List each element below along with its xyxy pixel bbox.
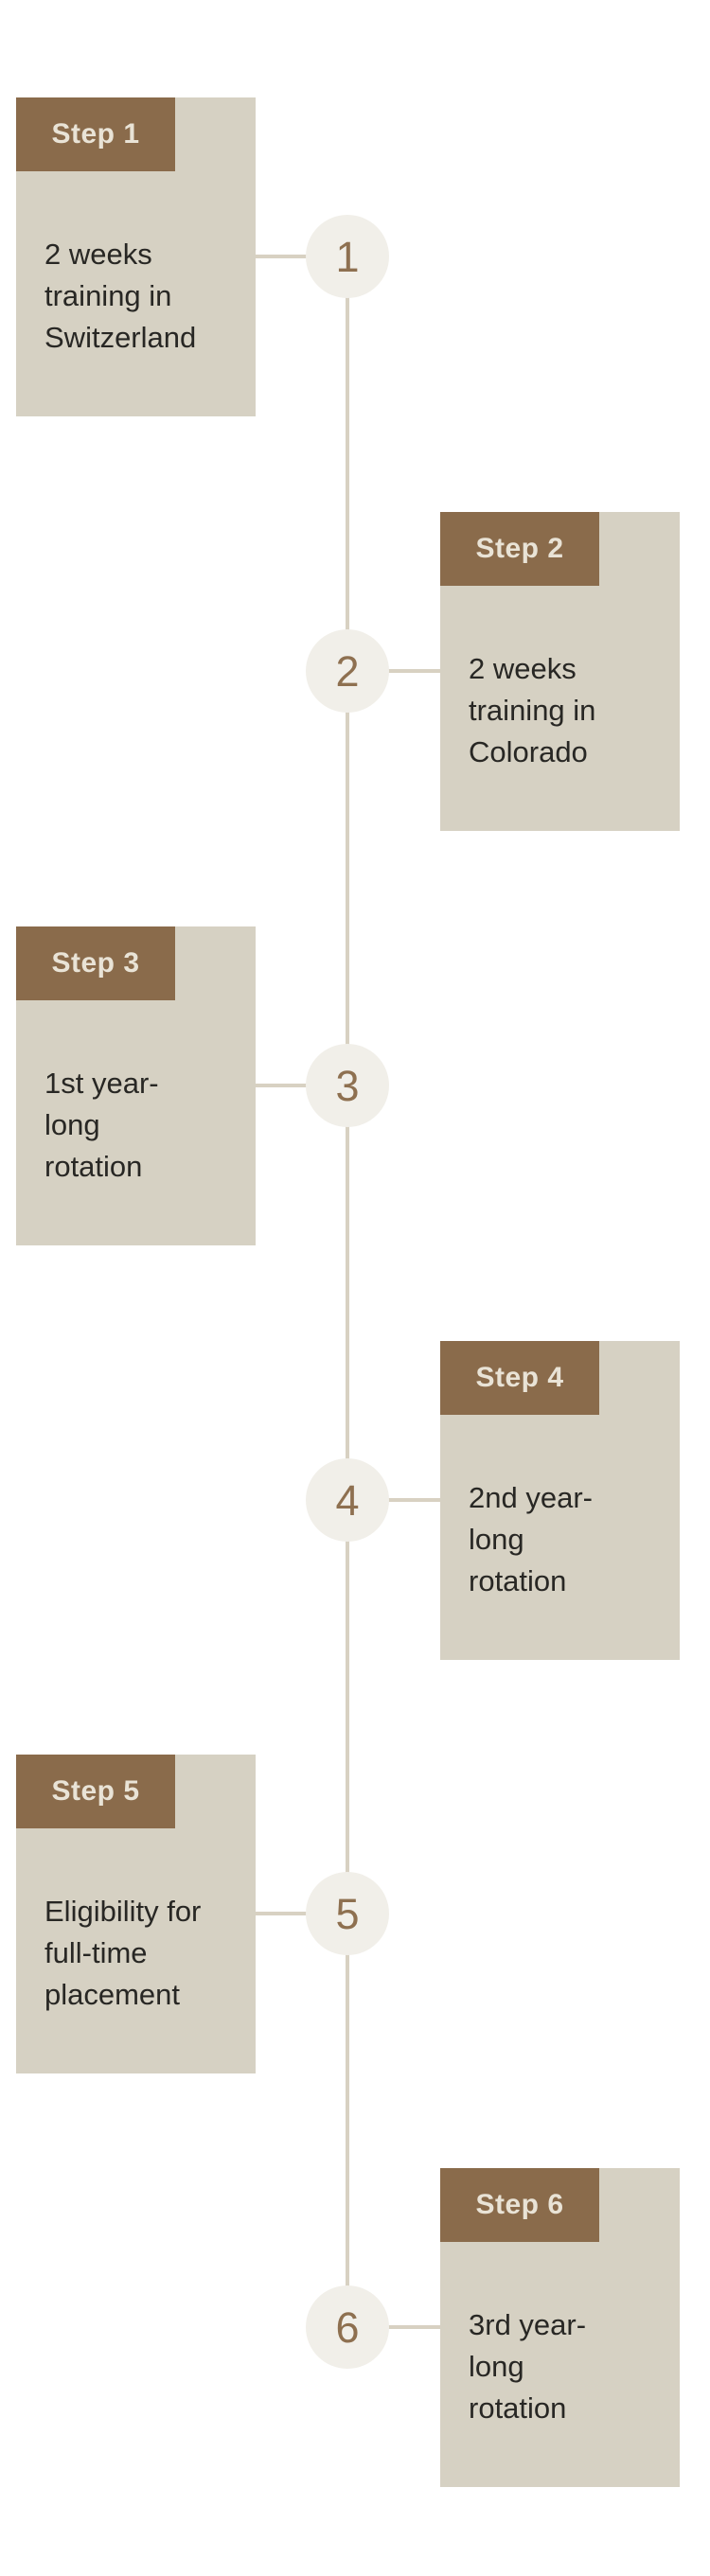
step-description: 2 weeks training in Colorado: [469, 652, 596, 768]
step-card: Step 3 1st year- long rotation: [16, 926, 256, 1245]
connector-line: [347, 2325, 440, 2329]
step-number: 6: [335, 2303, 360, 2352]
step-card-header: Step 4: [440, 1341, 599, 1415]
timeline-step-4: Step 4 2nd year- long rotation 4: [0, 1341, 710, 1660]
step-description: 2 weeks training in Switzerland: [44, 238, 197, 354]
step-card-header: Step 3: [16, 926, 175, 1000]
step-card: Step 2 2 weeks training in Colorado: [440, 512, 680, 831]
step-description: 1st year- long rotation: [44, 1067, 159, 1183]
step-number: 5: [335, 1889, 360, 1938]
step-card: Step 5 Eligibility for full-time placeme…: [16, 1755, 256, 2073]
step-node-circle: 5: [306, 1872, 389, 1955]
step-node-circle: 4: [306, 1458, 389, 1542]
step-node-circle: 6: [306, 2285, 389, 2369]
step-number: 4: [335, 1475, 360, 1525]
step-card-header: Step 2: [440, 512, 599, 586]
step-card: Step 1 2 weeks training in Switzerland: [16, 97, 256, 416]
timeline-step-1: Step 1 2 weeks training in Switzerland 1: [0, 97, 710, 416]
step-description: Eligibility for full-time placement: [44, 1895, 202, 2011]
step-card-header: Step 6: [440, 2168, 599, 2242]
step-node-circle: 1: [306, 215, 389, 298]
step-card-header: Step 1: [16, 97, 175, 171]
step-label: Step 2: [475, 533, 564, 564]
timeline-step-5: Step 5 Eligibility for full-time placeme…: [0, 1755, 710, 2073]
timeline-step-2: Step 2 2 weeks training in Colorado 2: [0, 512, 710, 831]
step-label: Step 6: [475, 2189, 564, 2220]
step-description: 2nd year- long rotation: [469, 1481, 593, 1597]
step-number: 3: [335, 1061, 360, 1110]
step-label: Step 5: [51, 1775, 140, 1807]
timeline-step-3: Step 3 1st year- long rotation 3: [0, 926, 710, 1245]
timeline-step-6: Step 6 3rd year- long rotation 6: [0, 2168, 710, 2487]
connector-line: [255, 1912, 347, 1915]
connector-line: [255, 1084, 347, 1087]
timeline-spine-line: [346, 256, 349, 2327]
step-node-circle: 2: [306, 629, 389, 713]
step-number: 1: [335, 232, 360, 281]
connector-line: [255, 255, 347, 258]
step-card: Step 6 3rd year- long rotation: [440, 2168, 680, 2487]
step-card-header: Step 5: [16, 1755, 175, 1828]
connector-line: [347, 1498, 440, 1502]
step-label: Step 1: [51, 118, 140, 150]
step-description: 3rd year- long rotation: [469, 2308, 587, 2425]
step-number: 2: [335, 646, 360, 696]
connector-line: [347, 669, 440, 673]
step-node-circle: 3: [306, 1044, 389, 1127]
step-label: Step 3: [51, 947, 140, 979]
step-card: Step 4 2nd year- long rotation: [440, 1341, 680, 1660]
step-label: Step 4: [475, 1362, 564, 1393]
